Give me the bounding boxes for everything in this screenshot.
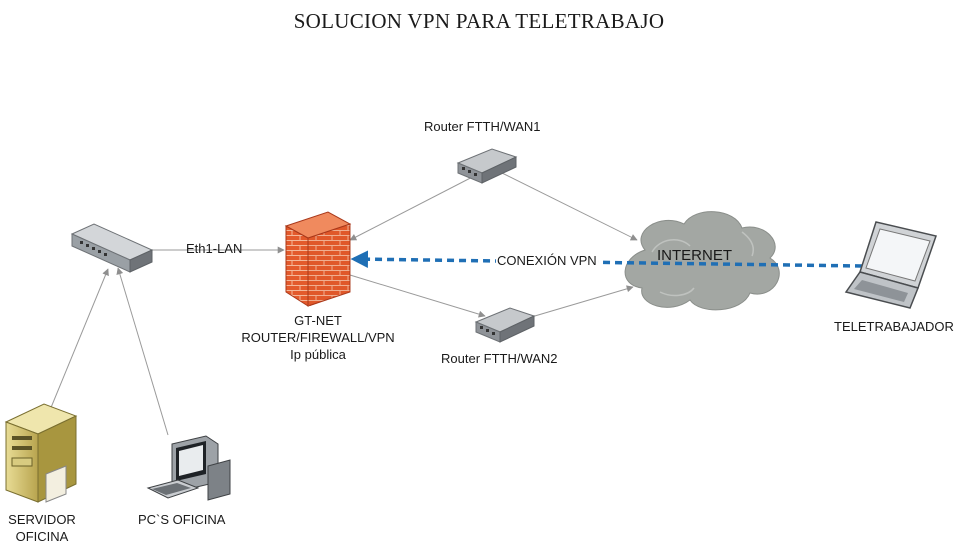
eth1-lan-label: Eth1-LAN (186, 241, 243, 256)
vpn-connection-label: CONEXIÓN VPN (496, 252, 598, 269)
link-firewall-to-router2 (349, 274, 486, 318)
diagram-title: SOLUCION VPN PARA TELETRABAJO (293, 9, 665, 33)
link-pcs-to-switch (116, 267, 169, 436)
server-label-line2: OFICINA (15, 529, 69, 544)
link-router2-to-internet (527, 285, 634, 319)
router-wan1-label: Router FTTH/WAN1 (424, 119, 541, 134)
router-icon (474, 307, 536, 343)
connections (49, 170, 638, 436)
vpn-connection-line (350, 250, 863, 268)
internet-label: INTERNET (657, 247, 732, 264)
server-label-line1: SERVIDOR (8, 512, 76, 527)
link-router1-to-firewall (349, 170, 485, 241)
firewall-name: GT-NET (294, 313, 342, 328)
firewall-ip: Ip pública (290, 347, 346, 362)
laptop-icon (844, 221, 937, 309)
switch-icon (70, 223, 154, 273)
workstation-icon (146, 435, 231, 501)
teletrabajador-label: TELETRABAJADOR (834, 319, 954, 334)
router-wan2-label: Router FTTH/WAN2 (441, 351, 558, 366)
link-server-to-switch (49, 268, 109, 411)
router-icon (456, 148, 518, 184)
cloud-icon (624, 211, 780, 311)
firewall-label: GT-NET ROUTER/FIREWALL/VPN Ip pública (238, 312, 398, 363)
pcs-label: PC`S OFICINA (138, 512, 226, 527)
firewall-icon (284, 211, 352, 307)
link-router1-to-internet (499, 171, 638, 241)
server-icon (4, 403, 78, 503)
firewall-role: ROUTER/FIREWALL/VPN (241, 330, 395, 345)
server-label: SERVIDOR OFICINA (2, 511, 82, 545)
